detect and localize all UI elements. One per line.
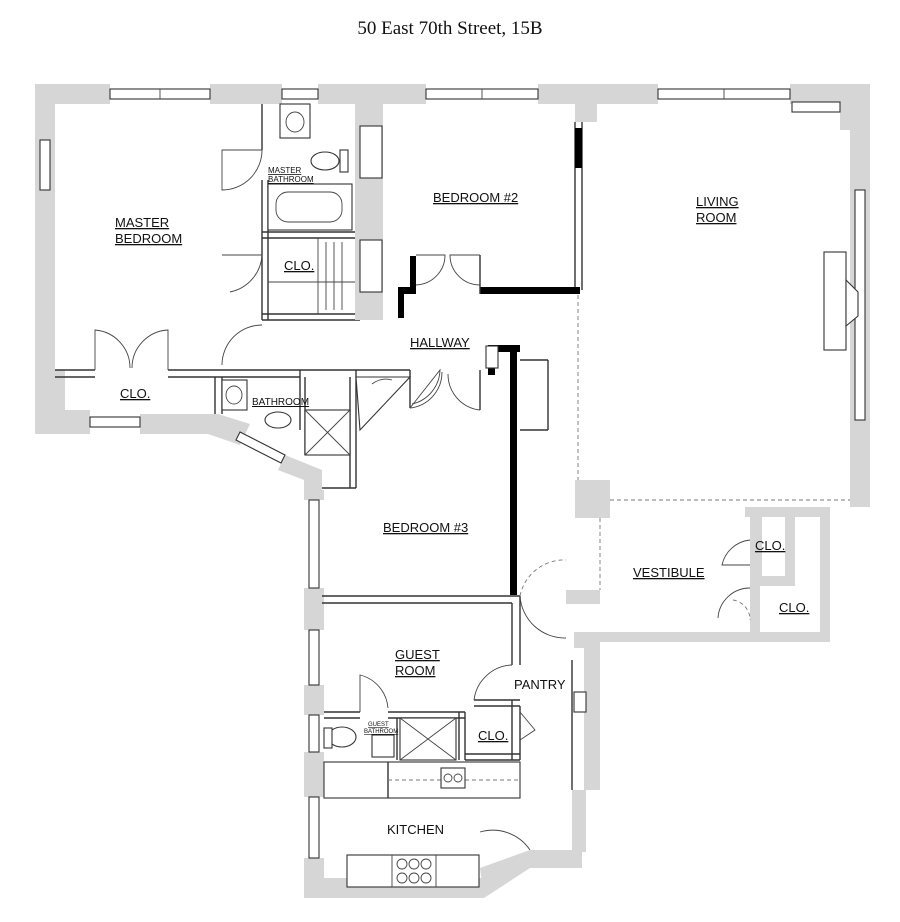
label-vestibule: VESTIBULE xyxy=(633,565,705,580)
label-guest-room-1: GUEST xyxy=(395,647,440,662)
label-master-bedroom-1: MASTER xyxy=(115,215,169,230)
windows xyxy=(39,88,866,859)
label-guest-bathroom-1: GUEST xyxy=(368,722,389,728)
label-closet-master-bath: CLO. xyxy=(284,258,314,273)
label-living-room-1: LIVING xyxy=(696,194,739,209)
label-master-bathroom-2: BATHROOM xyxy=(268,175,314,184)
label-guest-bathroom-2: BATHROOM xyxy=(364,729,398,735)
label-closet-master-bedroom: CLO. xyxy=(120,386,150,401)
label-hallway: HALLWAY xyxy=(410,335,470,350)
label-closet-pantry: CLO. xyxy=(478,728,508,743)
doors xyxy=(94,149,751,851)
fixtures xyxy=(221,103,859,888)
plan-title: 50 East 70th Street, 15B xyxy=(357,18,543,39)
label-guest-room-2: ROOM xyxy=(395,663,435,678)
label-bathroom: BATHROOM xyxy=(252,397,309,408)
room-labels: MASTER BEDROOM MASTER BATHROOM CLO. CLO.… xyxy=(115,166,809,837)
label-bedroom-3: BEDROOM #3 xyxy=(383,520,468,535)
label-pantry: PANTRY xyxy=(514,677,566,692)
label-kitchen: KITCHEN xyxy=(387,822,444,837)
interior-walls xyxy=(55,104,850,799)
label-closet-vestibule-upper: CLO. xyxy=(755,538,785,553)
label-master-bathroom-1: MASTER xyxy=(268,166,302,175)
label-master-bedroom-2: BEDROOM xyxy=(115,231,182,246)
label-closet-vestibule-lower: CLO. xyxy=(779,600,809,615)
label-living-room-2: ROOM xyxy=(696,210,736,225)
label-bedroom-2: BEDROOM #2 xyxy=(433,190,518,205)
